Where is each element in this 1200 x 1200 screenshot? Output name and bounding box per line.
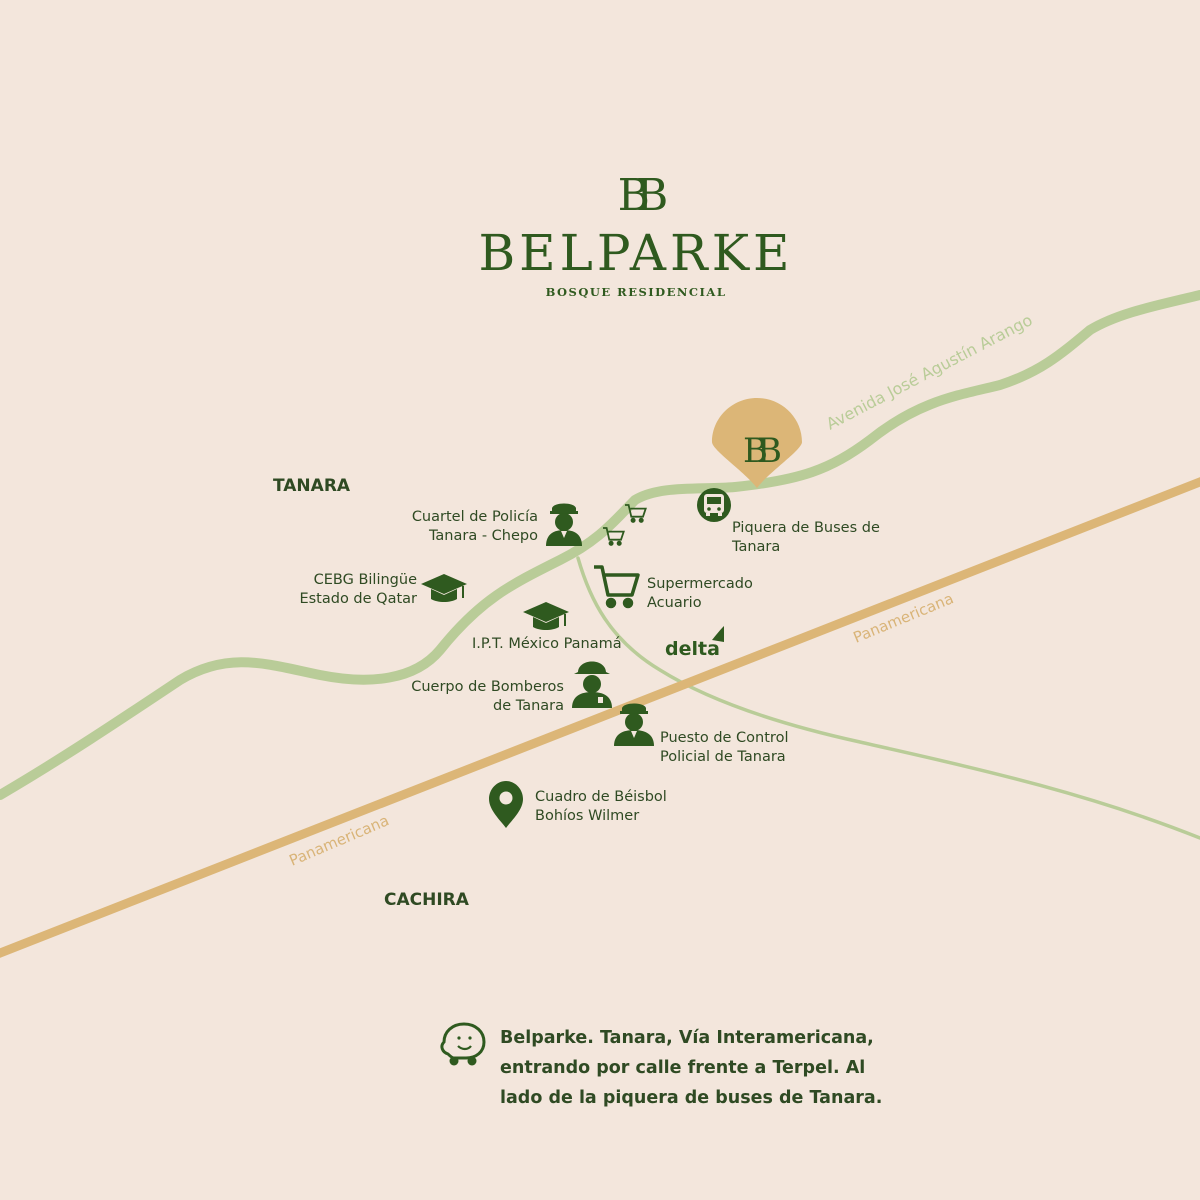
school-cebg-marker[interactable]: CEBG Bilingüe Estado de Qatar bbox=[299, 572, 467, 607]
police-control-label-1: Puesto de Control bbox=[660, 730, 788, 746]
bus-icon bbox=[697, 488, 731, 522]
shopping-cart-icon bbox=[603, 527, 625, 546]
school-cebg-label-1: CEBG Bilingüe bbox=[314, 572, 417, 588]
bus-terminal-marker[interactable]: Piquera de Buses de Tanara bbox=[697, 488, 880, 555]
side-road bbox=[576, 556, 1200, 840]
shopping-cart-icon bbox=[625, 504, 647, 523]
baseball-label-1: Cuadro de Béisbol bbox=[535, 789, 667, 805]
bus-terminal-label-2: Tanara bbox=[731, 539, 780, 555]
brand-name: BELPARKE bbox=[478, 224, 793, 282]
supermarket-label-2: Acuario bbox=[647, 595, 702, 611]
police-control-label-2: Policial de Tanara bbox=[660, 749, 786, 765]
brand-monogram: BB bbox=[618, 170, 666, 221]
police-station-label-1: Cuartel de Policía bbox=[412, 509, 538, 525]
delta-logo-text: delta bbox=[665, 638, 720, 660]
shopping-cart-icon bbox=[594, 565, 640, 609]
firefighter-icon bbox=[572, 661, 612, 708]
avenida-label: Avenida José Agustín Arango bbox=[823, 310, 1035, 433]
supermarket-marker[interactable]: Supermercado Acuario bbox=[594, 565, 753, 611]
baseball-field-marker[interactable]: Cuadro de Béisbol Bohíos Wilmer bbox=[489, 781, 667, 828]
brand-logo: BB BELPARKE BOSQUE RESIDENCIAL bbox=[478, 170, 793, 299]
police-station-marker[interactable]: Cuartel de Policía Tanara - Chepo bbox=[412, 503, 582, 547]
panamericana-road bbox=[0, 477, 1200, 958]
police-officer-icon bbox=[546, 503, 582, 546]
ipt-label: I.P.T. México Panamá bbox=[472, 636, 622, 652]
map-pin-icon bbox=[712, 398, 802, 488]
area-label-cachira: CACHIRA bbox=[384, 890, 470, 910]
delta-marker[interactable]: delta bbox=[665, 626, 724, 660]
firefighters-marker[interactable]: Cuerpo de Bomberos de Tanara bbox=[411, 661, 612, 715]
address-line-3: lado de la piquera de buses de Tanara. bbox=[500, 1088, 882, 1108]
delta-logo-icon bbox=[712, 626, 724, 642]
firefighters-label-1: Cuerpo de Bomberos bbox=[411, 679, 564, 695]
map-pin-icon bbox=[489, 781, 523, 828]
police-control-marker[interactable]: Puesto de Control Policial de Tanara bbox=[614, 703, 788, 766]
baseball-label-2: Bohíos Wilmer bbox=[535, 808, 639, 824]
police-station-label-2: Tanara - Chepo bbox=[428, 528, 538, 544]
supermarket-label-1: Supermercado bbox=[647, 576, 753, 592]
address-line-2: entrando por calle frente a Terpel. Al bbox=[500, 1058, 865, 1078]
address-line-1: Belparke. Tanara, Vía Interamericana, bbox=[500, 1028, 874, 1048]
firefighters-label-2: de Tanara bbox=[493, 698, 564, 714]
area-label-tanara: TANARA bbox=[273, 476, 351, 496]
graduation-cap-icon bbox=[523, 602, 569, 630]
brand-subtitle: BOSQUE RESIDENCIAL bbox=[546, 285, 727, 299]
graduation-cap-icon bbox=[421, 574, 467, 602]
waze-icon[interactable] bbox=[440, 1022, 486, 1066]
bus-terminal-label-1: Piquera de Buses de bbox=[732, 520, 880, 536]
police-officer-icon bbox=[614, 703, 654, 746]
ipt-school-marker[interactable]: I.P.T. México Panamá bbox=[472, 602, 622, 652]
school-cebg-label-2: Estado de Qatar bbox=[299, 591, 417, 607]
address-block: Belparke. Tanara, Vía Interamericana, en… bbox=[440, 1022, 882, 1108]
